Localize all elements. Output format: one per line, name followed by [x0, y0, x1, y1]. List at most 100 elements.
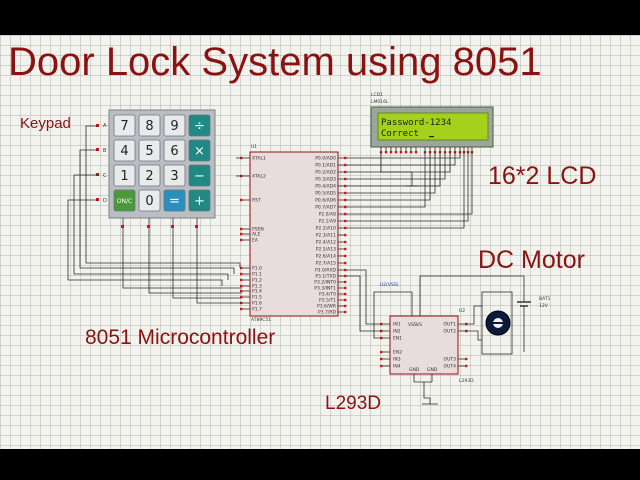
keypad-key-label: 0 — [145, 194, 153, 209]
keypad-row-label: D — [103, 198, 107, 204]
driver-pin-label: GND — [427, 367, 438, 373]
keypad-key — [188, 139, 211, 162]
mcu-pin-label: P3.4/T0 — [319, 292, 336, 298]
keypad-key-label: 2 — [145, 169, 153, 184]
keypad-key — [138, 164, 161, 187]
mcu-left-pins: XTAL1XTAL2RSTPSENALEEAP1.0P1.1P1.2P1.3P1… — [240, 156, 266, 313]
mcu-pin-label: PSEN — [252, 227, 264, 233]
keypad-key-label: 6 — [170, 144, 178, 159]
keypad-key-label: 8 — [145, 119, 153, 134]
mcu-pin-label: P2.0/A8 — [319, 212, 336, 218]
driver-pin-label: OUT4 — [444, 364, 457, 370]
driver-body — [389, 315, 459, 375]
keypad-key-label: = — [169, 194, 180, 209]
mcu-pin-label: XTAL2 — [252, 174, 266, 180]
microcontroller: U1 AT89C51 XTAL1XTAL2RSTPSENALEEAP1.0P1.… — [240, 144, 347, 323]
mcu-pin-label: P3.6/WR — [317, 304, 336, 310]
driver-pin-label: OUT1 — [444, 322, 457, 328]
mcu-pin-label: EA — [252, 238, 259, 244]
motor-label: DC Motor — [478, 246, 585, 274]
battery-value: 12V — [539, 303, 549, 309]
battery-ref: BAT1 — [539, 296, 551, 302]
driver-pin-label: IN4 — [393, 364, 401, 370]
driver-pin-label: VS — [416, 322, 422, 328]
mcu-pin-label: P3.7/RD — [318, 310, 337, 316]
keypad-label: Keypad — [20, 115, 71, 132]
driver-pin-label: IN2 — [393, 329, 401, 335]
mcu-pin-label: P0.7/AD7 — [315, 205, 336, 211]
lcd-label: 16*2 LCD — [488, 162, 597, 190]
mcu-right-pins: P0.0/AD0P0.1/AD1P0.2/AD2P0.3/AD3P0.4/AD4… — [314, 156, 347, 316]
mcu-pin-label: P0.4/AD4 — [315, 184, 336, 190]
mcu-pin-label: P0.2/AD2 — [315, 170, 336, 176]
keypad-row-label: B — [103, 148, 107, 154]
mcu-pin-label: P1.3 — [252, 284, 262, 290]
keypad-key — [163, 139, 186, 162]
mcu-body — [249, 151, 339, 317]
mcu-part: AT89C51 — [251, 317, 271, 323]
driver-pin-label: IN3 — [393, 357, 401, 363]
page-title: Door Lock System using 8051 — [8, 40, 542, 84]
keypad-key — [163, 114, 186, 137]
net-label: U2(VSS) — [380, 282, 399, 288]
mcu-pin-label: XTAL1 — [252, 156, 266, 162]
mcu-pin-label: P2.4/A12 — [316, 240, 336, 246]
lcd-line-2: Correct — [381, 129, 419, 139]
driver-pin-label: EN2 — [393, 350, 402, 356]
driver-pin-label: GND — [409, 367, 420, 373]
lcd-cursor — [429, 136, 434, 138]
keypad-key-label: 4 — [120, 144, 128, 159]
mcu-pin-label: P1.5 — [252, 295, 262, 301]
driver-pin-label: EN1 — [393, 336, 402, 342]
mcu-pin-label: P0.0/AD0 — [315, 156, 336, 162]
mcu-pin-label: P1.1 — [252, 272, 262, 278]
mcu-pin-label: P2.2/A10 — [316, 226, 336, 232]
mcu-pin-label: RST — [252, 198, 261, 204]
mcu-pin-label: P3.1/TXD — [315, 274, 336, 280]
mcu-pin-label: P3.2/INT0 — [314, 280, 336, 286]
keypad-key-label: + — [194, 194, 205, 209]
mcu-pin-label: P2.5/A13 — [316, 247, 336, 253]
lcd-ref: LCD1 — [371, 92, 383, 98]
wires — [67, 125, 525, 405]
keypad-key — [138, 139, 161, 162]
battery: BAT1 12V — [517, 282, 551, 352]
lcd-model: LM016L — [371, 99, 389, 105]
driver-pin-label: OUT3 — [444, 357, 457, 363]
mcu-pin-label: P0.1/AD1 — [315, 163, 336, 169]
mcu-pin-label: P1.6 — [252, 301, 262, 307]
mcu-pin-label: P1.7 — [252, 307, 262, 313]
keypad-key-label: × — [194, 144, 205, 159]
bottom-letterbox — [0, 449, 640, 480]
mcu-ref: U1 — [251, 144, 257, 150]
keypad-key — [163, 189, 186, 212]
mcu-label: 8051 Microcontroller — [85, 326, 276, 349]
mcu-pin-label: P1.4 — [252, 289, 262, 295]
mcu-pin-label: P3.5/T1 — [319, 298, 336, 304]
keypad-key — [188, 189, 211, 212]
mcu-pin-label: P0.3/AD3 — [315, 177, 336, 183]
mcu-pin-label: P2.7/A15 — [316, 261, 336, 267]
keypad-key — [138, 189, 161, 212]
driver-ref: U2 — [459, 308, 465, 314]
motor-driver: U2 L293D IN1IN2EN1EN2IN3IN4OUT1OUT2OUT3O… — [380, 308, 474, 384]
keypad-key — [188, 114, 211, 137]
mcu-pin-label: P1.2 — [252, 278, 262, 284]
mcu-pin-label: P2.6/A14 — [316, 254, 336, 260]
driver-label: L293D — [325, 393, 381, 414]
keypad-key — [138, 114, 161, 137]
driver-pin-label: OUT2 — [444, 329, 457, 335]
keypad-key — [113, 189, 136, 212]
lcd-screen — [377, 112, 489, 141]
keypad-key — [113, 114, 136, 137]
mcu-pin-label: P2.1/A9 — [319, 219, 336, 225]
lcd-pins — [379, 147, 474, 154]
keypad-key-label: 9 — [170, 119, 178, 134]
keypad-key — [113, 139, 136, 162]
keypad-key-label: − — [194, 169, 205, 184]
lcd-line-1: Password-1234 — [381, 118, 451, 128]
